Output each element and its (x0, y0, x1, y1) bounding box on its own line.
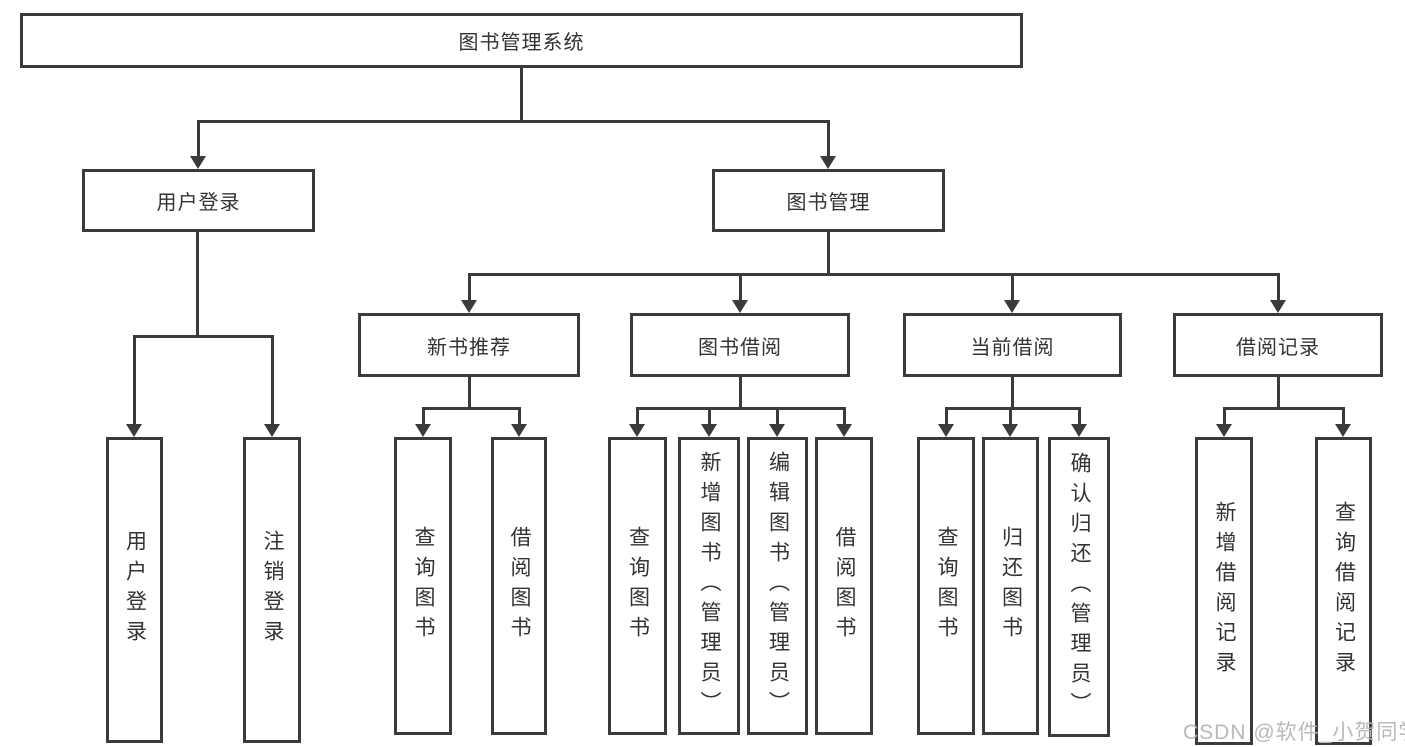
arrowhead-icon (1071, 424, 1087, 437)
node-user-login-label: 用户登录 (156, 192, 241, 214)
connector-line (197, 120, 830, 123)
node-book-management: 图书管理 (712, 169, 945, 232)
arrowhead-icon (461, 300, 477, 313)
connector-line (739, 273, 742, 302)
connector-line (945, 407, 1080, 410)
leaf-borrow-query-books: 查询图书 (608, 437, 667, 735)
csdn-watermark: CSDN @软件_小贺同学 (1183, 721, 1405, 744)
arrowhead-icon (1335, 424, 1351, 437)
arrowhead-icon (190, 156, 206, 169)
leaf-recommend-borrow-books-label: 借阅图书 (508, 526, 531, 646)
node-borrow-records-label: 借阅记录 (1236, 336, 1320, 359)
arrowhead-icon (1216, 424, 1232, 437)
arrowhead-icon (1004, 300, 1020, 313)
arrowhead-icon (629, 424, 645, 437)
arrowhead-icon (415, 424, 431, 437)
arrowhead-icon (1002, 424, 1018, 437)
leaf-return-books-label: 归还图书 (999, 526, 1023, 646)
leaf-edit-books-admin: 编辑图书（管理员） (747, 437, 808, 735)
connector-line (468, 273, 1279, 276)
leaf-logout: 注销登录 (243, 437, 301, 743)
connector-line (827, 232, 830, 273)
leaf-recommend-query-books: 查询图书 (394, 437, 452, 735)
leaf-add-books-admin: 新增图书（管理员） (678, 437, 740, 735)
arrowhead-icon (938, 424, 954, 437)
connector-line (1011, 377, 1014, 407)
connector-line (1078, 407, 1081, 426)
connector-line (636, 407, 639, 426)
connector-line (1011, 273, 1014, 302)
node-root: 图书管理系统 (20, 13, 1023, 68)
arrowhead-icon (701, 424, 717, 437)
connector-line (468, 273, 471, 302)
leaf-borrow-books: 借阅图书 (815, 437, 873, 735)
node-new-book-recommend: 新书推荐 (358, 313, 580, 377)
connector-line (133, 335, 273, 338)
leaf-recommend-borrow-books: 借阅图书 (491, 437, 547, 735)
node-new-book-recommend-label: 新书推荐 (427, 336, 511, 359)
arrowhead-icon (1270, 300, 1286, 313)
node-current-borrow: 当前借阅 (903, 313, 1122, 377)
connector-line (1223, 407, 1344, 410)
leaf-current-query-books: 查询图书 (917, 437, 975, 735)
node-user-login: 用户登录 (82, 169, 315, 232)
node-book-management-label: 图书管理 (786, 192, 871, 214)
connector-line (518, 407, 521, 426)
connector-line (197, 120, 200, 158)
arrowhead-icon (264, 424, 280, 437)
connector-line (133, 335, 136, 426)
leaf-query-borrow-record-label: 查询借阅记录 (1332, 501, 1356, 681)
leaf-user-login: 用户登录 (106, 437, 163, 743)
connector-line (945, 407, 948, 426)
leaf-edit-books-admin-label: 编辑图书（管理员） (766, 451, 790, 721)
leaf-user-login-label: 用户登录 (123, 530, 147, 650)
leaf-confirm-return-admin: 确认归还（管理员） (1048, 437, 1110, 737)
leaf-add-books-admin-label: 新增图书（管理员） (698, 451, 721, 721)
connector-line (739, 377, 742, 407)
connector-line (827, 120, 830, 158)
connector-line (271, 335, 274, 426)
connector-line (422, 407, 520, 410)
node-book-borrow: 图书借阅 (630, 313, 850, 377)
connector-line (1342, 407, 1345, 426)
arrowhead-icon (511, 424, 527, 437)
leaf-borrow-books-label: 借阅图书 (833, 526, 856, 646)
connector-line (520, 68, 523, 120)
connector-line (1009, 407, 1012, 426)
connector-line (1277, 273, 1280, 302)
node-current-borrow-label: 当前借阅 (970, 336, 1055, 359)
connector-line (843, 407, 846, 426)
connector-line (422, 407, 425, 426)
arrowhead-icon (836, 424, 852, 437)
leaf-confirm-return-admin-label: 确认归还（管理员） (1068, 452, 1091, 722)
connector-line (636, 407, 845, 410)
arrowhead-icon (820, 156, 836, 169)
node-root-label: 图书管理系统 (458, 32, 585, 54)
leaf-add-borrow-record-label: 新增借阅记录 (1213, 501, 1236, 681)
node-book-borrow-label: 图书借阅 (698, 336, 782, 359)
arrowhead-icon (126, 424, 142, 437)
leaf-add-borrow-record: 新增借阅记录 (1195, 437, 1253, 745)
connector-line (196, 232, 199, 335)
leaf-recommend-query-books-label: 查询图书 (412, 526, 435, 646)
connector-line (1277, 377, 1280, 407)
leaf-query-borrow-record: 查询借阅记录 (1315, 437, 1372, 745)
connector-line (708, 407, 711, 426)
connector-line (776, 407, 779, 426)
leaf-return-books: 归还图书 (982, 437, 1039, 735)
node-borrow-records: 借阅记录 (1173, 313, 1383, 377)
connector-line (1223, 407, 1226, 426)
arrowhead-icon (769, 424, 785, 437)
connector-line (468, 377, 471, 407)
arrowhead-icon (732, 300, 748, 313)
leaf-current-query-books-label: 查询图书 (935, 526, 958, 646)
leaf-logout-label: 注销登录 (261, 530, 284, 650)
leaf-borrow-query-books-label: 查询图书 (626, 526, 650, 646)
